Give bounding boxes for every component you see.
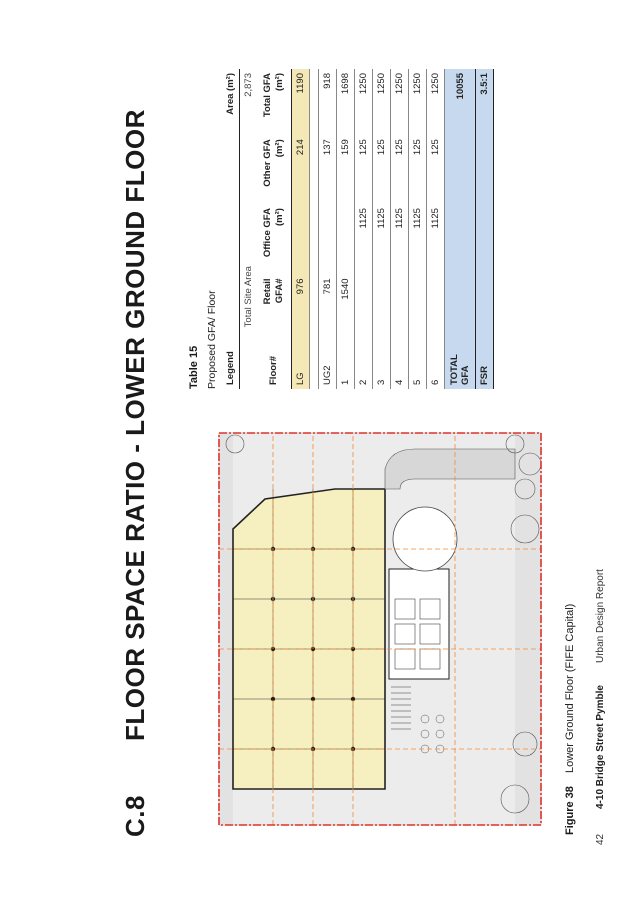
cell-other: 125 [408, 135, 427, 205]
cell-office [336, 204, 355, 275]
cell-floor: 6 [426, 331, 445, 389]
table-row: 2 1125 125 1250 [354, 69, 373, 389]
driveway [384, 448, 516, 490]
turning-circle [392, 506, 458, 572]
total-gfa-row: TOTAL GFA 10055 [444, 69, 476, 389]
cell-other: 125 [426, 135, 445, 205]
table-row: LG 976 214 1190 [291, 69, 310, 389]
lift-shafts [394, 598, 441, 670]
table-row: UG2 781 137 918 [318, 69, 337, 389]
figure-label: Figure 38 [564, 786, 576, 835]
cell-office [291, 204, 310, 275]
footpath-bottom [515, 433, 541, 825]
cell-total: 918 [318, 69, 337, 136]
cell-retail [354, 274, 373, 332]
footer-report: Urban Design Report [595, 569, 606, 663]
gfa-table: Legend Area (m²) Total Site Area 2,873 F… [222, 69, 494, 389]
col-header: Office GFA (m²) [257, 204, 292, 275]
table-caption: Proposed GFA/ Floor [206, 290, 218, 389]
cell-office: 1125 [354, 204, 373, 275]
table-row: 5 1125 125 1250 [408, 69, 427, 389]
table-spacer [309, 69, 319, 389]
cell-floor: UG2 [318, 331, 337, 389]
cell-floor: 3 [372, 331, 391, 389]
legend-row: Legend Area (m²) [222, 69, 240, 389]
retail-area [232, 488, 386, 790]
cell-office [318, 204, 337, 275]
cell-total: 1250 [354, 69, 373, 136]
stair-strokes [391, 686, 411, 730]
cell-office: 1125 [390, 204, 409, 275]
cell-total: 1250 [426, 69, 445, 136]
setback-lines [219, 433, 541, 825]
figure-caption: Lower Ground Floor (FIFE Capital) [564, 603, 576, 773]
table-row: 1 1540 159 1698 [336, 69, 355, 389]
cell-floor: LG [291, 331, 310, 389]
cell-total: 1250 [390, 69, 409, 136]
site-boundary [218, 432, 542, 826]
cell-retail [408, 274, 427, 332]
cell-floor: 4 [390, 331, 409, 389]
section-title: FLOOR SPACE RATIO - LOWER GROUND FLOOR [120, 109, 150, 741]
cell-retail [390, 274, 409, 332]
legend-label: Legend [222, 331, 240, 389]
cell-retail: 1540 [336, 274, 355, 332]
total-gfa-value: 10055 [444, 69, 476, 136]
cell-other: 159 [336, 135, 355, 205]
cell-retail: 781 [318, 274, 337, 332]
cell-total: 1190 [291, 69, 310, 136]
footpath-top [219, 433, 233, 825]
col-header: Retail GFA# [257, 274, 292, 332]
cell-floor: 2 [354, 331, 373, 389]
col-header: Floor# [257, 331, 292, 389]
table-row: 6 1125 125 1250 [426, 69, 445, 389]
seating-tables [420, 714, 445, 754]
cell-total: 1250 [408, 69, 427, 136]
cell-other: 125 [390, 135, 409, 205]
section-number: C.8 [120, 795, 150, 837]
floor-plan-drawing [215, 429, 545, 829]
col-header: Other GFA (m²) [257, 135, 292, 205]
cell-retail: 976 [291, 274, 310, 332]
site-area-label: Total Site Area [243, 266, 254, 328]
cell-retail [372, 274, 391, 332]
fsr-row: FSR 3.5:1 [475, 69, 494, 389]
cell-total: 1698 [336, 69, 355, 136]
cell-floor: 5 [408, 331, 427, 389]
site-area-value: 2,873 [243, 73, 254, 97]
cell-office: 1125 [372, 204, 391, 275]
floor-plan-svg [218, 432, 542, 826]
page-number: 42 [595, 833, 606, 845]
fsr-value: 3.5:1 [475, 69, 494, 136]
table-row: 4 1125 125 1250 [390, 69, 409, 389]
total-gfa-label: TOTAL GFA [444, 331, 476, 389]
cell-other: 137 [318, 135, 337, 205]
cell-total: 1250 [372, 69, 391, 136]
table-label: Table 15 [188, 345, 200, 389]
table-row: 3 1125 125 1250 [372, 69, 391, 389]
cell-office: 1125 [426, 204, 445, 275]
cell-other: 214 [291, 135, 310, 205]
cell-office: 1125 [408, 204, 427, 275]
col-header: Total GFA (m²) [257, 69, 292, 136]
area-label: Area (m²) [222, 69, 240, 136]
footer-project: 4-10 Bridge Street Pymble [595, 685, 606, 809]
fsr-label: FSR [475, 331, 494, 389]
cell-other: 125 [372, 135, 391, 205]
cell-other: 125 [354, 135, 373, 205]
site-area-row: Total Site Area 2,873 [240, 69, 258, 389]
cell-retail [426, 274, 445, 332]
cell-floor: 1 [336, 331, 355, 389]
table-header-row: Floor# Retail GFA# Office GFA (m²) Other… [257, 69, 292, 389]
